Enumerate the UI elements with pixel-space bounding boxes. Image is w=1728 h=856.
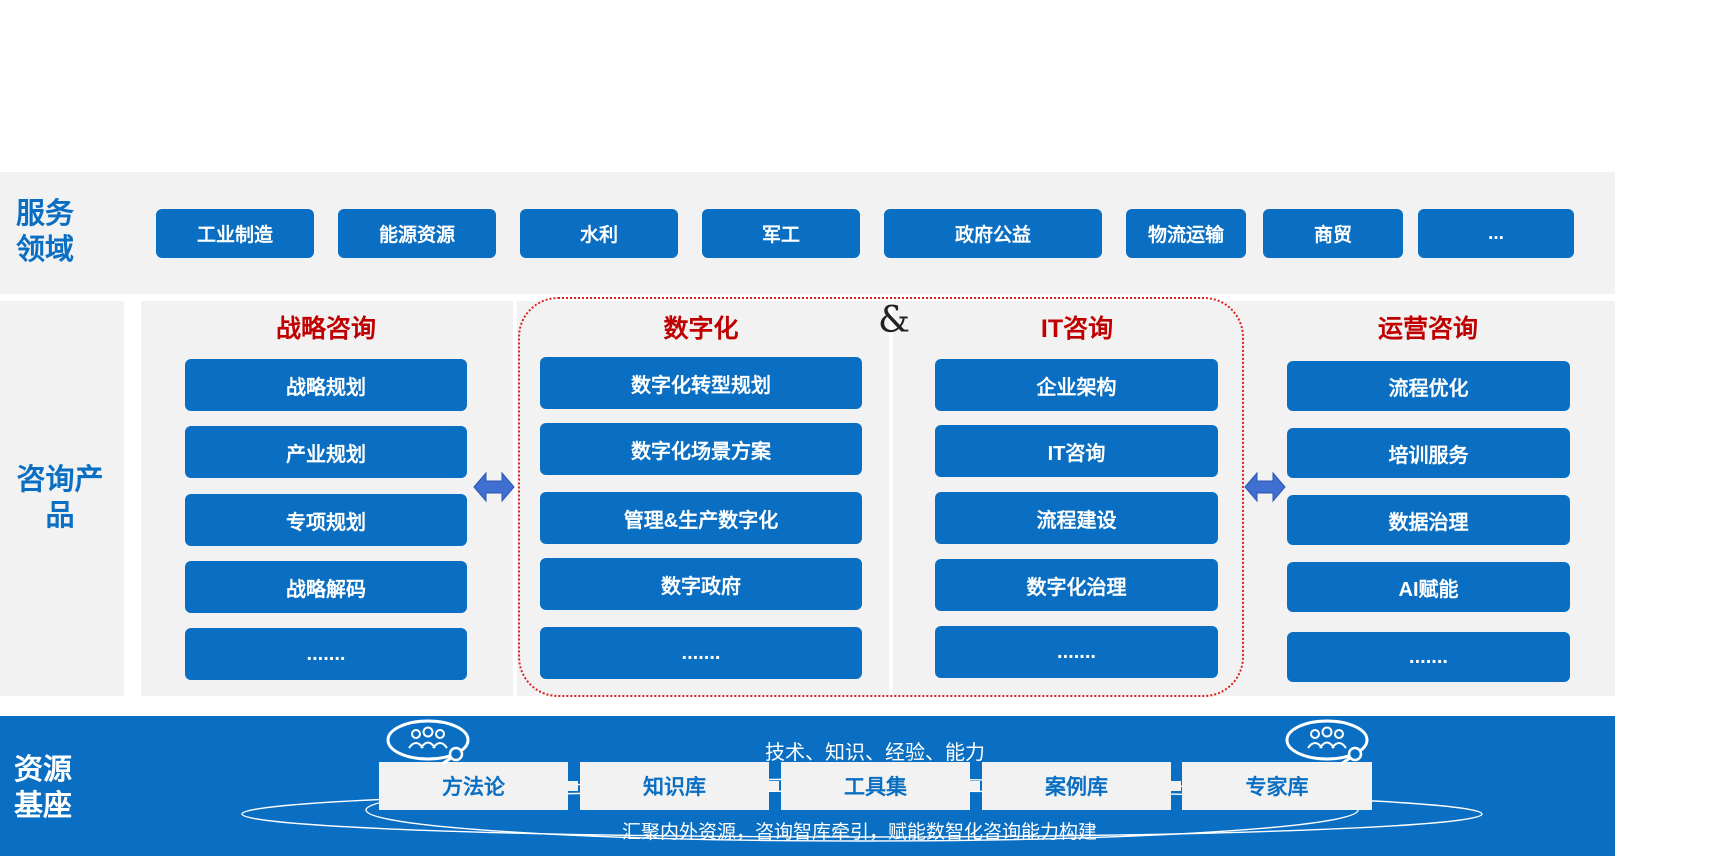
- resource-item-expert-library[interactable]: 专家库: [1182, 762, 1372, 810]
- operation-item-ai-enablement[interactable]: AI赋能: [1287, 562, 1570, 612]
- service-item-military[interactable]: 军工: [702, 209, 860, 258]
- operation-item-training[interactable]: 培训服务: [1287, 428, 1570, 478]
- digital-item-management-production[interactable]: 管理&生产数字化: [540, 492, 862, 544]
- service-label-line1: 服务: [15, 198, 74, 230]
- it-item-process-building[interactable]: 流程建设: [935, 492, 1218, 544]
- it-item-enterprise-architecture[interactable]: 企业架构: [935, 359, 1218, 411]
- service-item-logistics[interactable]: 物流运输: [1126, 209, 1246, 258]
- strategy-item-special-planning[interactable]: 专项规划: [185, 494, 467, 546]
- digital-item-more[interactable]: .......: [540, 627, 862, 679]
- service-item-trade[interactable]: 商贸: [1263, 209, 1403, 258]
- service-item-more[interactable]: ...: [1418, 209, 1574, 258]
- resource-item-methodology[interactable]: 方法论: [379, 762, 568, 810]
- consult-label-panel: [0, 301, 124, 696]
- it-item-it-consulting[interactable]: IT咨询: [935, 425, 1218, 477]
- double-arrow-right-icon: [1244, 471, 1286, 503]
- expert-search-icon: [1285, 719, 1369, 766]
- connector: [1169, 781, 1181, 791]
- resource-bottom-text: 汇聚内外资源，咨询智库牵引，赋能数智化咨询能力构建: [622, 822, 1098, 843]
- connector: [968, 781, 980, 791]
- strategy-item-planning[interactable]: 战略规划: [185, 359, 467, 411]
- operation-item-more[interactable]: .......: [1287, 632, 1570, 682]
- digital-item-scenario-solution[interactable]: 数字化场景方案: [540, 423, 862, 475]
- operation-item-process-optimization[interactable]: 流程优化: [1287, 361, 1570, 411]
- digital-it-highlight: [518, 297, 1244, 697]
- service-item-energy[interactable]: 能源资源: [338, 209, 496, 258]
- ampersand-mark: &: [878, 300, 911, 341]
- digital-it-divider: [889, 301, 893, 696]
- resource-item-case-library[interactable]: 案例库: [982, 762, 1171, 810]
- resource-top-text: 技术、知识、经验、能力: [765, 742, 985, 764]
- service-item-water[interactable]: 水利: [520, 209, 678, 258]
- consult-label-line1: 咨询产: [16, 464, 104, 496]
- strategy-item-industry-planning[interactable]: 产业规划: [185, 426, 467, 478]
- service-label-line2: 领域: [15, 234, 74, 266]
- it-title: IT咨询: [1040, 315, 1114, 343]
- double-arrow-left-icon: [473, 471, 515, 503]
- connector: [566, 781, 578, 791]
- digital-title: 数字化: [663, 315, 739, 343]
- operation-item-data-governance[interactable]: 数据治理: [1287, 495, 1570, 545]
- service-item-industry[interactable]: 工业制造: [156, 209, 314, 258]
- connector: [767, 781, 779, 791]
- digital-item-transform-planning[interactable]: 数字化转型规划: [540, 357, 862, 409]
- strategy-title: 战略咨询: [275, 315, 376, 343]
- resource-label-line1: 资源: [13, 754, 72, 786]
- digital-item-government[interactable]: 数字政府: [540, 558, 862, 610]
- resource-item-knowledge-base[interactable]: 知识库: [580, 762, 769, 810]
- service-label: 服务 领域: [10, 196, 80, 268]
- consult-label-line2: 品: [45, 500, 75, 532]
- operation-title: 运营咨询: [1377, 315, 1478, 343]
- consult-label: 咨询产 品: [10, 462, 110, 534]
- resource-label: 资源 基座: [8, 752, 78, 824]
- expert-search-icon: [386, 719, 470, 766]
- resource-item-toolkit[interactable]: 工具集: [781, 762, 970, 810]
- strategy-item-decoding[interactable]: 战略解码: [185, 561, 467, 613]
- strategy-item-more[interactable]: .......: [185, 628, 467, 680]
- resource-label-line2: 基座: [13, 790, 72, 822]
- service-item-government[interactable]: 政府公益: [884, 209, 1102, 258]
- it-item-digital-governance[interactable]: 数字化治理: [935, 559, 1218, 611]
- it-item-more[interactable]: .......: [935, 626, 1218, 678]
